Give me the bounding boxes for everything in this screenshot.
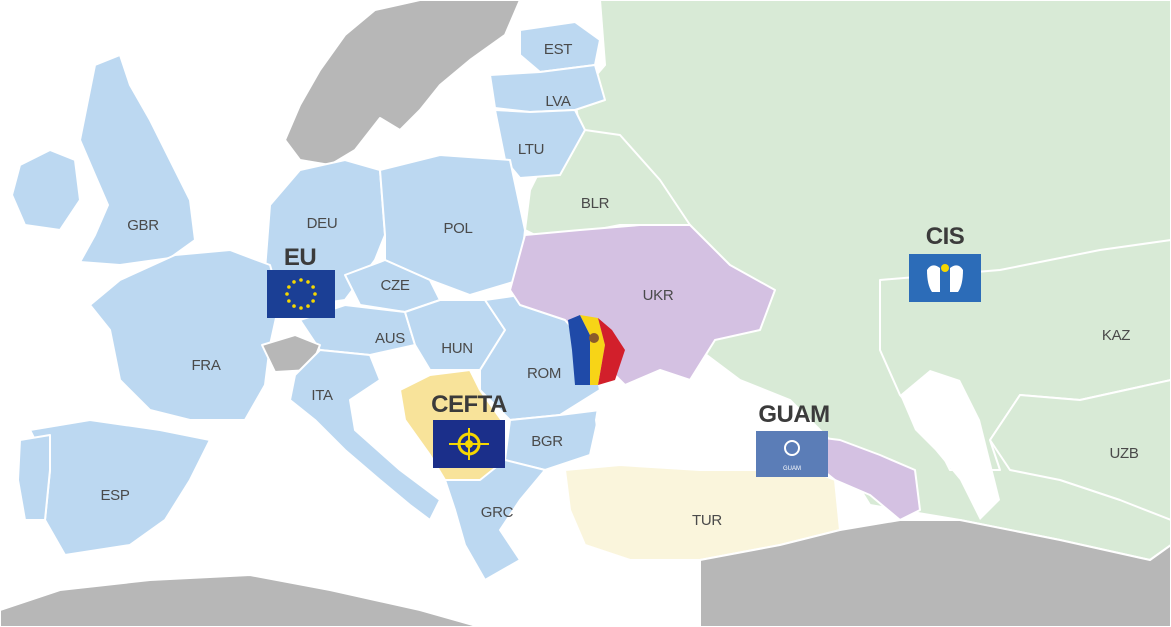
moldova-flag-icon bbox=[568, 315, 625, 385]
eu-flag-icon bbox=[267, 270, 335, 318]
region-south bbox=[0, 574, 481, 627]
label-esp: ESP bbox=[100, 487, 129, 504]
label-ukr: UKR bbox=[643, 287, 674, 304]
label-uzb: UZB bbox=[1109, 445, 1138, 462]
region-italy bbox=[289, 349, 441, 521]
eu-star-icon bbox=[311, 299, 315, 303]
eu-star-icon bbox=[299, 306, 303, 310]
label-kaz: KAZ bbox=[1102, 327, 1130, 344]
label-fra: FRA bbox=[191, 357, 220, 374]
label-ltu: LTU bbox=[518, 141, 544, 158]
label-rom: ROM bbox=[527, 365, 561, 382]
org-title-cefta: CEFTA bbox=[431, 391, 507, 418]
label-lva: LVA bbox=[545, 93, 571, 110]
label-est: EST bbox=[544, 41, 572, 58]
org-title-eu: EU bbox=[284, 244, 316, 271]
eu-star-icon bbox=[306, 304, 310, 308]
eu-star-icon bbox=[287, 285, 291, 289]
eu-star-icon bbox=[292, 304, 296, 308]
org-title-guam: GUAM bbox=[758, 401, 829, 428]
eu-star-icon bbox=[292, 280, 296, 284]
region-latvia bbox=[489, 64, 606, 113]
eu-star-icon bbox=[299, 278, 303, 282]
eu-star-icon bbox=[285, 292, 289, 296]
guam-flag-text: GUAM bbox=[783, 466, 801, 472]
eu-star-icon bbox=[313, 292, 317, 296]
region-uzbekistan bbox=[989, 379, 1171, 521]
cefta-flag-icon bbox=[433, 420, 505, 468]
label-ita: ITA bbox=[311, 387, 333, 404]
region-france bbox=[89, 249, 281, 421]
eu-star-icon bbox=[287, 299, 291, 303]
region-greece bbox=[444, 459, 546, 581]
label-deu: DEU bbox=[307, 215, 338, 232]
label-cze: CZE bbox=[380, 277, 409, 294]
caspian-sea bbox=[900, 370, 1000, 520]
eu-star-icon bbox=[311, 285, 315, 289]
label-pol: POL bbox=[443, 220, 472, 237]
cis-flag-icon bbox=[909, 254, 981, 302]
label-grc: GRC bbox=[481, 504, 514, 521]
label-bgr: BGR bbox=[531, 433, 563, 450]
eu-star-icon bbox=[306, 280, 310, 284]
region-poland bbox=[379, 154, 526, 296]
label-aus: AUS bbox=[375, 330, 405, 347]
region-middle-east bbox=[699, 519, 1171, 627]
label-hun: HUN bbox=[441, 340, 473, 357]
region-ukraine bbox=[509, 224, 776, 386]
guam-flag-icon: GUAM bbox=[756, 431, 828, 477]
label-tur: TUR bbox=[692, 512, 722, 529]
label-gbr: GBR bbox=[127, 217, 159, 234]
label-blr: BLR bbox=[581, 195, 610, 212]
org-title-cis: CIS bbox=[926, 223, 965, 250]
region-portugal bbox=[17, 434, 51, 521]
region-ireland bbox=[11, 149, 81, 231]
region-scandinavia bbox=[284, 0, 521, 166]
